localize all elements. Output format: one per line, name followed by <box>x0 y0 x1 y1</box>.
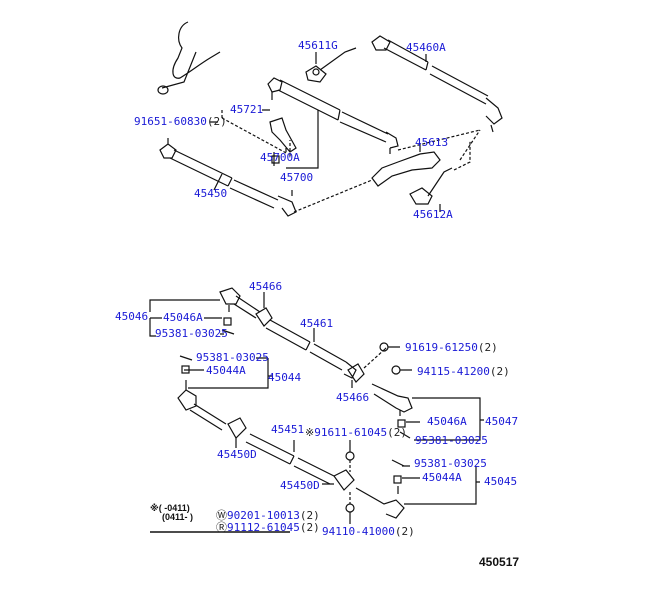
tube-45461-drawing <box>265 319 357 379</box>
part-label-95381-03025-d[interactable]: 95381-03025 <box>414 457 487 470</box>
part-label-91651-60830[interactable]: 91651-60830(2) <box>134 115 227 128</box>
tie-rod-end-45047-drawing <box>371 383 413 439</box>
part-label-45451[interactable]: 45451 <box>271 423 305 436</box>
washer-symbol-icon: Ⓦ <box>216 509 227 522</box>
legend-item-91112-61045[interactable]: Ⓡ91112-61045(2) <box>216 521 320 534</box>
relay-rod-45460A-drawing <box>371 35 503 133</box>
part-label-45044A-right[interactable]: 45044A <box>422 471 462 484</box>
part-label-91611-61045[interactable]: ※91611-61045(2) <box>305 426 407 439</box>
part-label-45045[interactable]: 45045 <box>484 475 518 488</box>
part-label-45461[interactable]: 45461 <box>300 317 334 330</box>
part-label-45460A[interactable]: 45460A <box>406 41 446 54</box>
part-label-45700[interactable]: 45700 <box>280 171 314 184</box>
tie-rod-end-45045-drawing <box>355 459 405 519</box>
legend-row2: (0411- ) <box>162 512 194 522</box>
part-label-95381-03025-c[interactable]: 95381-03025 <box>415 434 488 447</box>
part-label-91619-61250[interactable]: 91619-61250(2) <box>405 341 498 354</box>
part-label-95381-03025-a[interactable]: 95381-03025 <box>155 327 228 340</box>
part-label-45046A-right[interactable]: 45046A <box>427 415 467 428</box>
part-label-45044[interactable]: 45044 <box>268 371 302 384</box>
part-label-45613[interactable]: 45613 <box>415 136 449 149</box>
part-label-45046[interactable]: 45046 <box>115 310 149 323</box>
legend-row1: ※( -0411) <box>150 503 190 513</box>
tube-45451-drawing <box>245 433 335 485</box>
pitman-arm-45611G-drawing <box>305 47 357 83</box>
part-label-45466-lower[interactable]: 45466 <box>336 391 370 404</box>
part-label-45046A[interactable]: 45046A <box>163 311 203 324</box>
bolt-symbol-icon: Ⓡ <box>216 521 227 534</box>
knuckle-arm-drawing <box>161 21 221 89</box>
nut-45700A-drawing <box>271 155 280 164</box>
part-label-45611G[interactable]: 45611G <box>298 39 338 52</box>
tie-rod-45450-drawing <box>159 138 297 217</box>
part-label-45612A[interactable]: 45612A <box>413 208 453 221</box>
part-label-45721[interactable]: 45721 <box>230 103 264 116</box>
part-label-45450D-lower[interactable]: 45450D <box>280 479 320 492</box>
part-label-45044A[interactable]: 45044A <box>206 364 246 377</box>
part-label-94110-41000[interactable]: 94110-41000(2) <box>322 525 415 538</box>
clamp-45466-upper-drawing <box>255 307 273 327</box>
part-label-45700A[interactable]: 45700A <box>260 151 300 164</box>
arm-45612A-drawing <box>409 167 453 205</box>
legend-item-90201-10013[interactable]: Ⓦ90201-10013(2) <box>216 509 320 522</box>
part-label-45047[interactable]: 45047 <box>485 415 519 428</box>
part-label-45466-upper[interactable]: 45466 <box>249 280 283 293</box>
bracket-45721-drawing <box>269 117 297 153</box>
clamp-45450D-drawing <box>227 417 247 439</box>
diagram-reference-number: 450517 <box>479 555 520 569</box>
tie-rod-45700-drawing <box>267 77 399 154</box>
part-label-95381-03025-b[interactable]: 95381-03025 <box>196 351 269 364</box>
idler-arm-45613-drawing <box>371 151 441 187</box>
clamp-45450D-lower-drawing <box>333 469 355 491</box>
clamp-45466-lower-drawing <box>347 363 365 383</box>
tie-rod-end-45046-drawing <box>219 287 261 335</box>
part-label-94115-41200[interactable]: 94115-41200(2) <box>417 365 510 378</box>
tie-rod-end-45044-drawing <box>177 355 227 431</box>
part-label-45450[interactable]: 45450 <box>194 187 228 200</box>
part-label-45450D[interactable]: 45450D <box>217 448 257 461</box>
